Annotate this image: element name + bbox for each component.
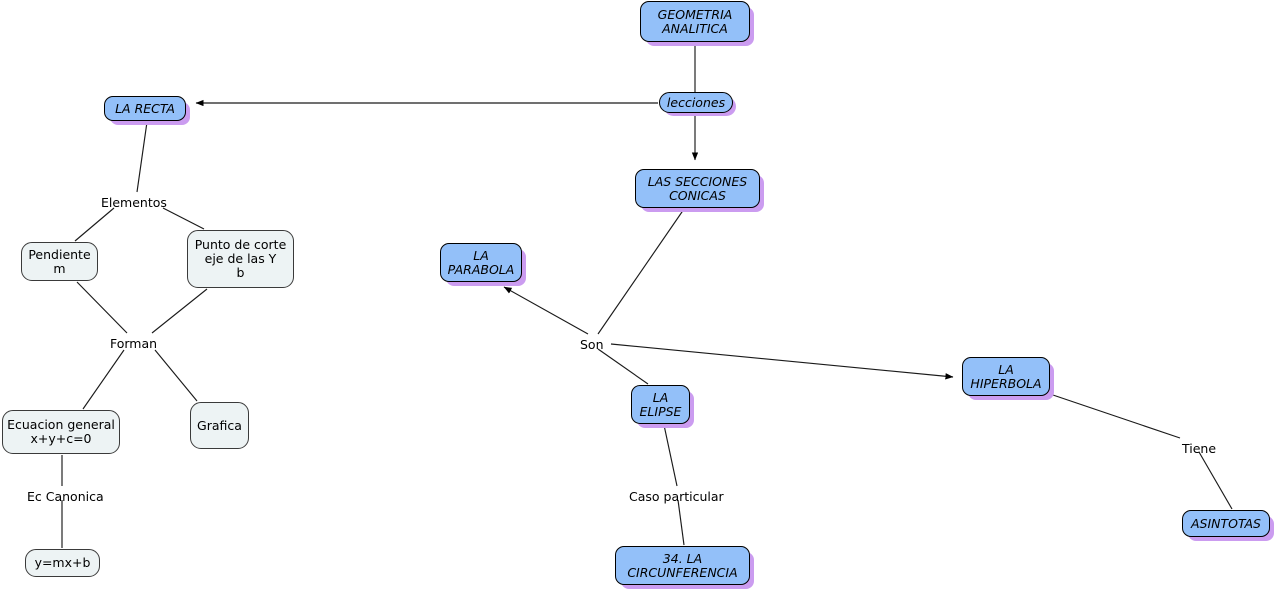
node-la-recta[interactable]: LA RECTA — [104, 96, 186, 121]
edge-forman-ecuacion — [82, 349, 125, 410]
edge-pendiente-forman — [76, 281, 128, 334]
edge-label-tiene[interactable]: Tiene — [1182, 441, 1217, 456]
edge-tiene-asintotas — [1198, 451, 1233, 510]
node-pendiente[interactable]: Pendiente m — [21, 242, 98, 281]
edge-hiperbola-tiene — [1049, 393, 1181, 439]
node-las-secciones-conicas[interactable]: LAS SECCIONES CONICAS — [635, 169, 760, 208]
edge-secciones-son — [597, 208, 685, 335]
edge-elementos-punto — [162, 207, 205, 230]
edge-label-forman[interactable]: Forman — [110, 336, 158, 351]
node-lecciones[interactable]: lecciones — [659, 92, 733, 113]
node-la-circunferencia[interactable]: 34. LA CIRCUNFERENCIA — [615, 546, 750, 585]
edge-son-elipse — [597, 348, 649, 385]
edge-label-son[interactable]: Son — [580, 337, 604, 352]
node-la-hiperbola[interactable]: LA HIPERBOLA — [962, 357, 1050, 396]
edge-label-ec-canonica[interactable]: Ec Canonica — [27, 489, 104, 504]
edge-caso-circunferencia — [677, 499, 685, 546]
node-la-elipse[interactable]: LA ELIPSE — [631, 385, 690, 424]
edge-son-hiperbola — [610, 343, 954, 380]
node-la-parabola[interactable]: LA PARABOLA — [440, 243, 522, 282]
edge-recta-elementos — [136, 121, 148, 193]
edge-son-parabola — [503, 286, 589, 335]
edge-label-elementos[interactable]: Elementos — [101, 195, 167, 210]
node-asintotas[interactable]: ASINTOTAS — [1182, 510, 1270, 537]
edge-elipse-caso — [663, 424, 678, 487]
node-geometria-analitica[interactable]: GEOMETRIA ANALITICA — [640, 1, 750, 42]
edge-label-caso-particular[interactable]: Caso particular — [629, 489, 724, 504]
edge-punto-forman — [151, 288, 208, 334]
edge-forman-grafica — [154, 349, 198, 402]
node-ecuacion-general[interactable]: Ecuacion general x+y+c=0 — [2, 410, 120, 454]
node-punto-de-corte[interactable]: Punto de corte eje de las Y b — [187, 230, 294, 288]
edge-elementos-pendiente — [74, 207, 115, 242]
node-y-mx-b[interactable]: y=mx+b — [25, 549, 100, 577]
node-grafica[interactable]: Grafica — [190, 402, 249, 449]
